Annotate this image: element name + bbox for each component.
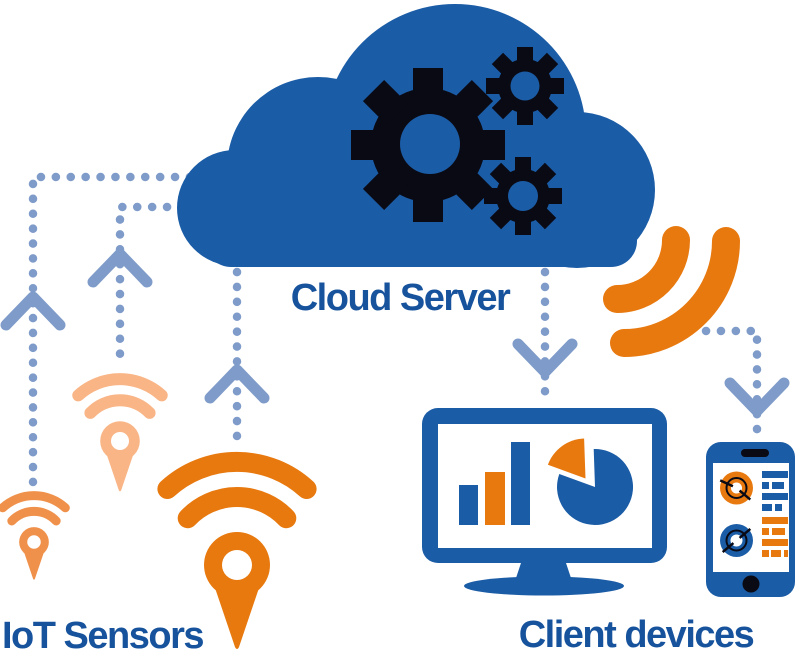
arrow-down-icon [724, 377, 790, 417]
dotted-line [701, 326, 762, 443]
uplink-connection-medium-sensor [87, 202, 187, 370]
smartphone-icon [706, 442, 795, 597]
cloud-server-label: Cloud Server [291, 277, 511, 319]
uplink-connection-small-sensor [0, 172, 195, 492]
client-devices-label: Client devices [519, 614, 754, 655]
downlink-connection-phone [701, 326, 790, 443]
wifi-arc-inner [603, 226, 690, 313]
gear-icon-top-small [486, 47, 564, 125]
wifi-arc-outer [610, 227, 740, 357]
iot-sensor-medium-icon [78, 379, 162, 491]
donut-chart-blue-icon [720, 524, 753, 557]
iot-sensors-label: IoT Sensors [2, 615, 203, 655]
arrow-up-icon [0, 291, 66, 331]
donut-chart-orange-icon [719, 471, 753, 505]
phone-speaker [741, 449, 769, 457]
stats-bars-icon [762, 471, 788, 557]
arrow-down-icon [512, 338, 578, 378]
pie-chart-icon [547, 438, 634, 525]
downlink-connection-monitor [512, 267, 578, 407]
wifi-signal-icon [603, 226, 740, 357]
gear-icon-bottom-small [484, 157, 562, 235]
arrow-up-icon [87, 248, 153, 288]
monitor-base [464, 576, 624, 596]
desktop-monitor-icon [422, 408, 667, 596]
bar-chart-icon [459, 442, 530, 525]
phone-home-button [742, 575, 760, 593]
arrow-up-icon [204, 364, 270, 404]
monitor-stand [515, 563, 572, 581]
dotted-line [115, 202, 187, 370]
cloud-with-gears-icon [177, 4, 655, 268]
iot-sensor-small-icon [3, 496, 66, 580]
gear-icon-large [351, 68, 505, 222]
uplink-connection-large-sensor [204, 267, 270, 455]
